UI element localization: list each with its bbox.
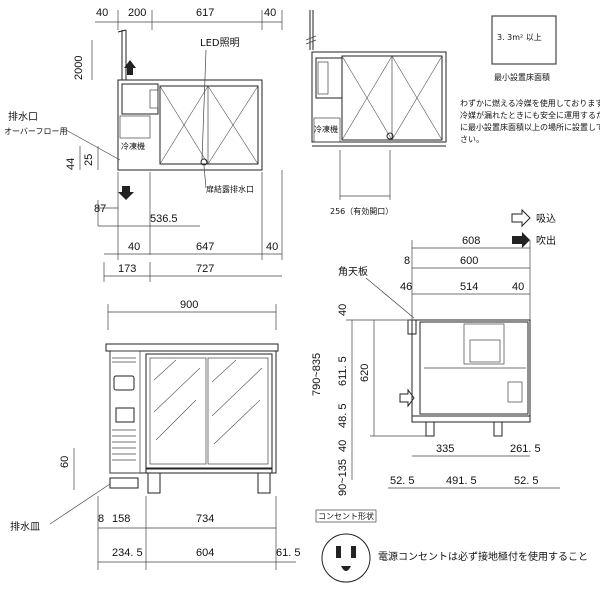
dim-491-5: 491. 5	[446, 475, 477, 487]
side-freezer-label: 冷凍機	[314, 124, 338, 134]
dim-647: 647	[196, 241, 214, 253]
drain-outlet-icon	[200, 158, 208, 166]
corner-top-label: 角天板	[338, 265, 368, 278]
outlet-spec: コンセント形状 電源コンセントは必ず接地極付を使用すること	[315, 509, 588, 583]
drain-label: 排水口	[8, 110, 38, 123]
dim-8-r: 8	[404, 255, 410, 267]
dim-52-5-b: 52. 5	[514, 475, 538, 487]
side-intake-arrow-icon	[399, 388, 415, 408]
dim-2000: 2000	[73, 56, 85, 80]
front-dim-734: 734	[196, 513, 214, 525]
area-note-1: わずかに燃える冷媒を使用しております。	[460, 98, 600, 108]
dim-514: 514	[460, 281, 478, 293]
intake-arrow-icon	[118, 186, 134, 200]
dim-727: 727	[196, 263, 214, 275]
vert-dim-611-5: 611. 5	[337, 356, 349, 386]
vert-dim-40-a: 40	[337, 304, 349, 316]
dim-200: 200	[128, 7, 146, 19]
front-dim-60: 60	[59, 456, 71, 468]
front-width-900: 900	[180, 299, 198, 311]
dim-617: 617	[196, 7, 214, 19]
dim-44: 44	[65, 158, 77, 170]
dim-52-5-a: 52. 5	[390, 475, 414, 487]
dim-40-r: 40	[512, 281, 524, 293]
front-dim-604: 604	[196, 547, 214, 559]
dim-790-835: 790~835	[311, 353, 323, 396]
vert-dim-620: 620	[359, 364, 371, 382]
area-note-2: 冷媒が漏れたときにも安全に運用するため	[460, 110, 600, 120]
outlet-icon	[321, 533, 371, 583]
area-note-3: に最小設置床面積以上の場所に設置してくだ	[460, 122, 600, 132]
dim-25: 25	[83, 154, 95, 166]
exhaust-arrow-icon	[124, 60, 136, 68]
exhaust-legend-icon	[512, 232, 530, 248]
plan-view: 40 200 617 40 2000 冷凍機 LED照明 排水口 オーバーフロー…	[4, 7, 283, 282]
dim-256: 256（有効開口）	[330, 206, 393, 216]
dim-87: 87	[94, 203, 106, 215]
dew-drain-label: 扉結露排水口	[206, 184, 254, 194]
outlet-note: 電源コンセントは必ず接地極付を使用すること	[378, 550, 588, 563]
outlet-title: コンセント形状	[318, 511, 374, 521]
vert-dim-48-5: 48. 5	[337, 404, 349, 428]
area-note-4: さい。	[460, 135, 484, 144]
exhaust-label: 吹出	[536, 234, 556, 247]
vent-grille	[112, 429, 136, 461]
dim-40-a: 40	[128, 241, 140, 253]
side-plan-view: 冷凍機 256（有効開口）	[305, 10, 447, 216]
leg-range: 90~135	[337, 459, 349, 496]
front-dim-234-5: 234. 5	[112, 547, 143, 559]
dim-608: 608	[462, 235, 480, 247]
dim-600: 600	[460, 255, 478, 267]
overflow-label: オーバーフロー用	[4, 127, 67, 136]
dim-40-right: 40	[264, 7, 276, 19]
right-side-view: 608 8 600 角天板 46 514 40 790~835 40 611. …	[311, 235, 560, 496]
dim-261-5: 261. 5	[510, 443, 541, 455]
area-value: 3. 3m² 以上	[497, 33, 542, 42]
dim-536-5: 536.5	[150, 213, 178, 225]
front-view: 900 60 排水皿	[10, 299, 300, 570]
drip-tray-label: 排水皿	[10, 520, 40, 533]
airflow-legend: 吸込 吹出	[511, 208, 556, 248]
min-area-panel: 3. 3m² 以上 最小設置床面積 わずかに燃える冷媒を使用しております。 冷媒…	[460, 15, 600, 144]
front-dim-8: 8	[98, 513, 104, 525]
dim-40-left: 40	[96, 7, 108, 19]
vert-dim-40-b: 40	[337, 440, 349, 452]
intake-legend-icon	[511, 208, 531, 228]
intake-label: 吸込	[536, 213, 556, 225]
front-dim-158: 158	[112, 513, 130, 525]
area-title: 最小設置床面積	[494, 72, 550, 82]
front-dim-61-5: 61. 5	[276, 547, 300, 559]
dim-173: 173	[118, 263, 136, 275]
dim-335: 335	[436, 443, 454, 455]
freezer-label: 冷凍機	[121, 141, 145, 151]
led-label: LED照明	[200, 37, 240, 49]
dim-40-b: 40	[266, 241, 278, 253]
dim-46: 46	[400, 281, 412, 293]
